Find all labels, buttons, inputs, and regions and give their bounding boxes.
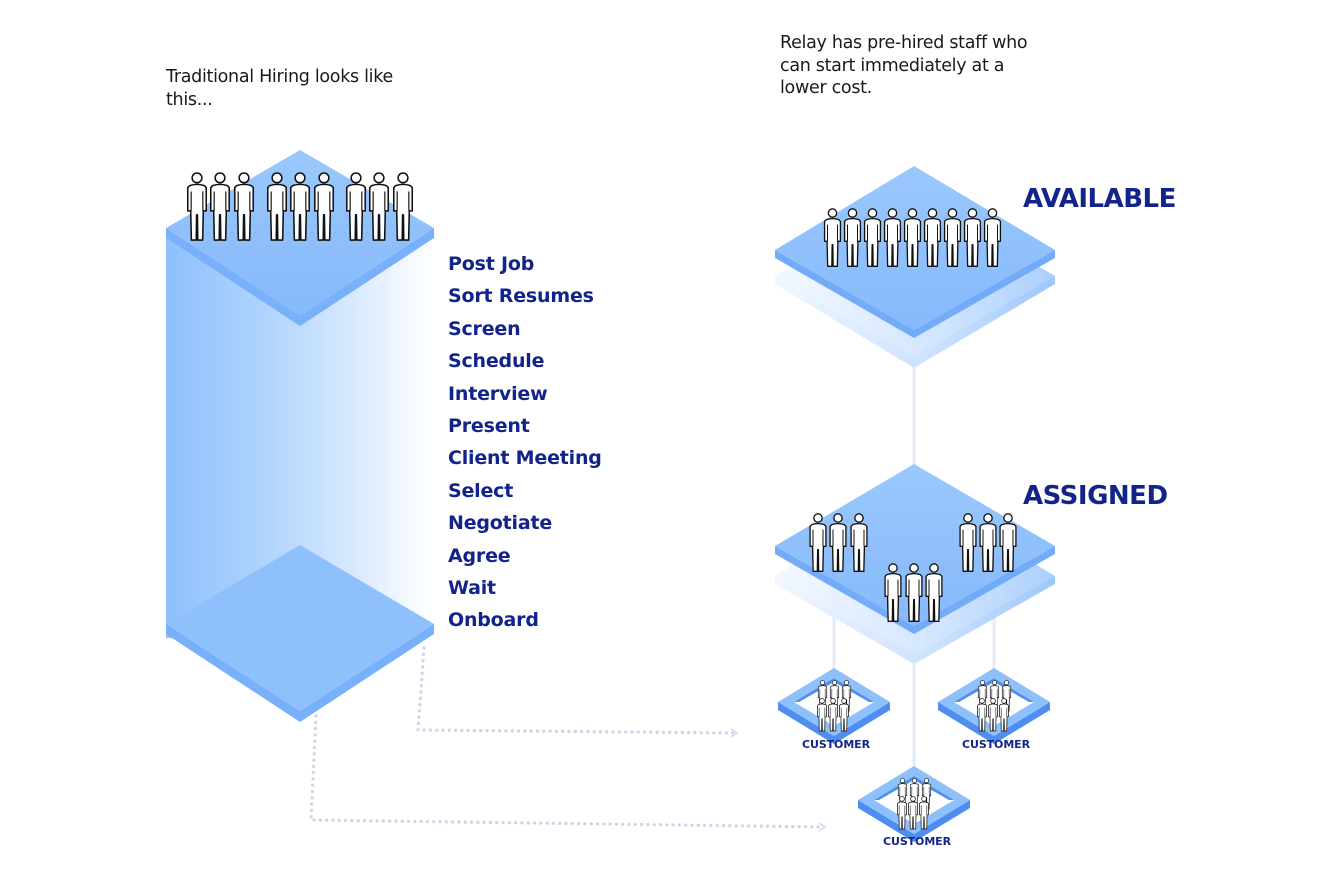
step-wait: Wait bbox=[448, 576, 496, 599]
customer-label-3: CUSTOMER bbox=[883, 835, 951, 848]
intro-left-text: Traditional Hiring looks like this... bbox=[166, 67, 393, 110]
available-label: AVAILABLE bbox=[1023, 184, 1176, 214]
step-select: Select bbox=[448, 479, 514, 502]
customer-label-1: CUSTOMER bbox=[802, 738, 870, 751]
dotted-connectors bbox=[309, 646, 827, 832]
available-platform bbox=[775, 166, 1055, 368]
step-client-meeting: Client Meeting bbox=[448, 447, 602, 470]
person-icon bbox=[392, 172, 414, 241]
step-sort-resumes: Sort Resumes bbox=[448, 285, 594, 308]
person-icon bbox=[209, 172, 231, 241]
bottom-slab bbox=[166, 545, 434, 711]
assigned-label: ASSIGNED bbox=[1023, 481, 1168, 511]
step-onboard: Onboard bbox=[448, 609, 539, 632]
intro-right-text: Relay has pre-hired staff who can start … bbox=[780, 33, 1028, 98]
step-agree: Agree bbox=[448, 544, 511, 567]
step-schedule: Schedule bbox=[448, 350, 545, 373]
step-present: Present bbox=[448, 414, 530, 437]
step-negotiate: Negotiate bbox=[448, 512, 553, 535]
step-interview: Interview bbox=[448, 382, 548, 405]
dotted-arrow-icon bbox=[309, 714, 827, 832]
dotted-arrow-icon bbox=[416, 646, 739, 738]
step-screen: Screen bbox=[448, 317, 521, 340]
step-post-job: Post Job bbox=[448, 253, 535, 275]
hiring-steps-list: Post Job Sort Resumes Screen Schedule In… bbox=[448, 250, 602, 639]
customer-label-2: CUSTOMER bbox=[962, 738, 1030, 751]
person-icon bbox=[368, 172, 390, 241]
person-icon bbox=[186, 172, 208, 241]
candidate-people-group bbox=[186, 172, 414, 241]
